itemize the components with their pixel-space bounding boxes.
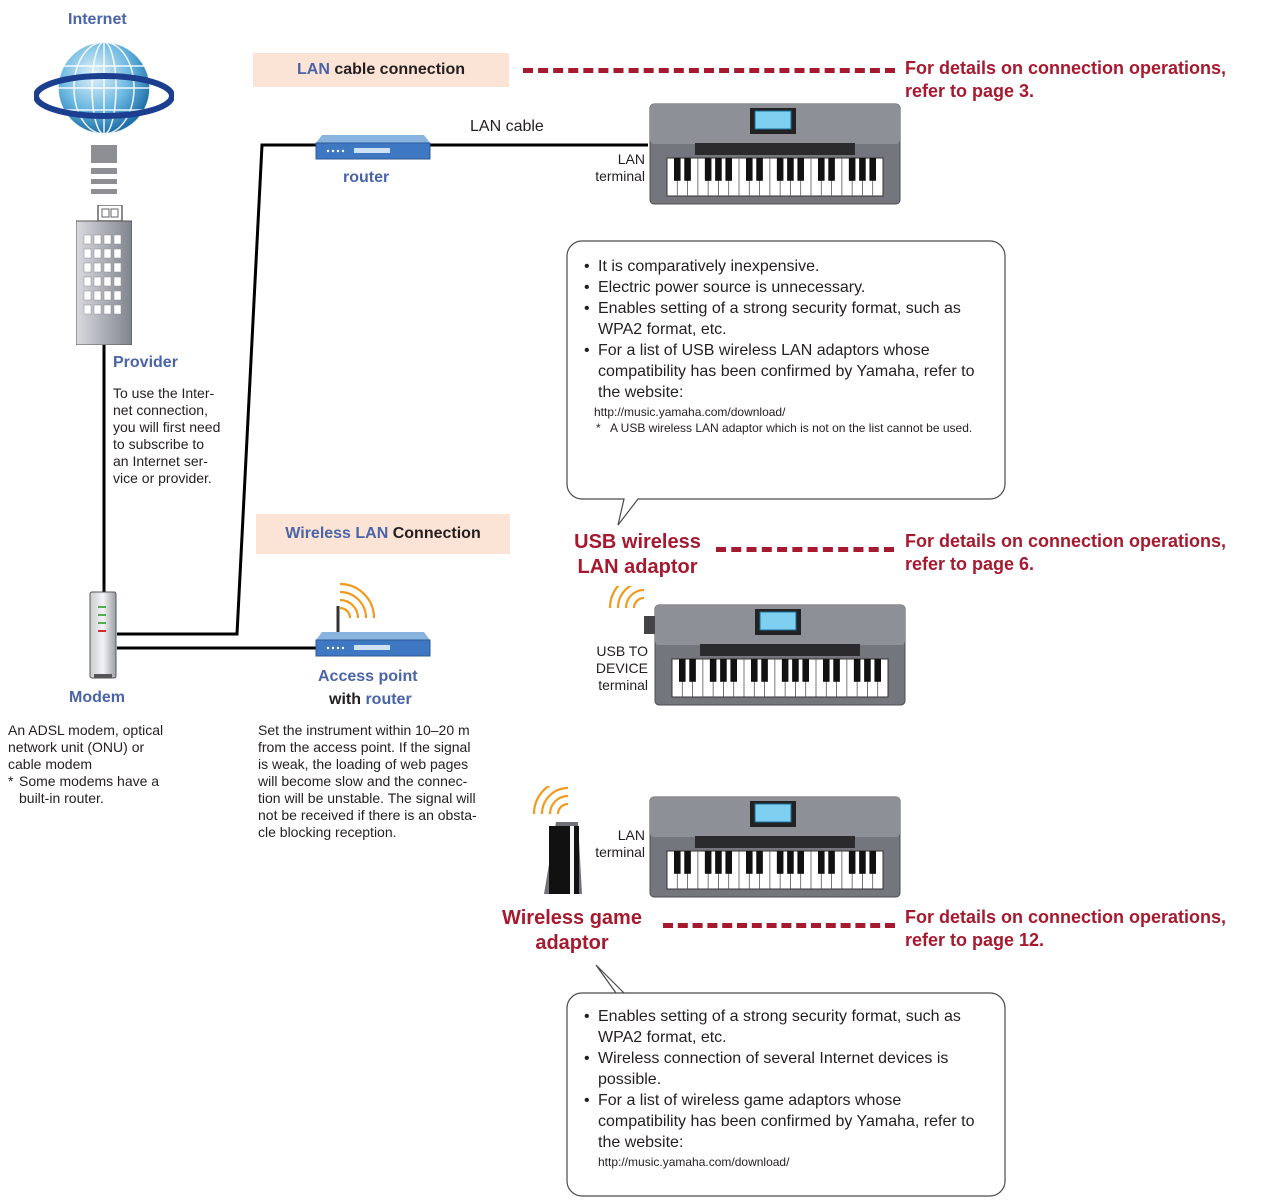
bubble-item: For a list of wireless game adaptors who… [584, 1090, 989, 1153]
bubble-item: Enables setting of a strong security for… [584, 298, 989, 340]
lan-terminal-label: LAN terminal [595, 151, 645, 184]
wireless-connection-tag: Wireless LAN Connection [256, 514, 510, 554]
internet-label: Internet [68, 11, 127, 28]
usb-adaptor-label: USB wireless LAN adaptor [574, 531, 701, 578]
wifi-waves-icon [532, 786, 569, 815]
connector-block [91, 145, 117, 163]
lan-cable-label: LAN cable [470, 118, 544, 135]
bubble-url: http://music.yamaha.com/download/ [594, 405, 786, 419]
provider-text: To use the Inter- net connection, you wi… [113, 385, 221, 486]
router-icon [315, 135, 431, 160]
bubble-item: Enables setting of a strong security for… [584, 1006, 989, 1048]
modem-label: Modem [69, 689, 125, 706]
bubble-item: For a list of USB wireless LAN adaptors … [584, 340, 989, 403]
game-dotted-leader [663, 923, 895, 928]
globe-icon [34, 41, 174, 135]
keyboard-icon [654, 604, 906, 706]
bubble-note: A USB wireless LAN adaptor which is not … [584, 421, 989, 436]
access-point-icon [315, 582, 431, 657]
lan-details-text: For details on connection operations, re… [905, 58, 1227, 101]
bubble-item: Wireless connection of several Internet … [584, 1048, 989, 1090]
provider-label: Provider [113, 354, 178, 371]
game-adaptor-icon [532, 786, 582, 894]
modem-router-line [117, 143, 320, 636]
access-point-with-router: with router [329, 691, 412, 708]
bubble-item: Electric power source is unnecessary. [584, 277, 989, 298]
modem-icon [89, 591, 117, 679]
keyboard-icon [649, 103, 901, 205]
bubble-url: http://music.yamaha.com/download/ [598, 1155, 790, 1169]
wifi-waves-icon [608, 586, 645, 609]
game-details-text: For details on connection operations, re… [905, 907, 1227, 950]
game-terminal-label: LAN terminal [595, 827, 645, 860]
wifi-waves-icon [339, 582, 376, 619]
lan-dotted-leader [523, 68, 895, 73]
game-adaptor-label: Wireless game adaptor [502, 907, 642, 954]
router-label: router [343, 169, 390, 186]
game-bubble-content: Enables setting of a strong security for… [584, 1006, 989, 1171]
usb-details-text: For details on connection operations, re… [905, 531, 1227, 574]
lan-bubble-content: It is comparatively inexpensive. Electri… [584, 256, 989, 436]
access-point-label: Access point [318, 668, 418, 685]
usb-terminal-label: USB TO DEVICE terminal [595, 643, 648, 693]
modem-note: * Some modems have a built-in router. [8, 773, 160, 806]
lan-connection-tag: LAN cable connection [253, 53, 509, 87]
bubble-item: It is comparatively inexpensive. [584, 256, 989, 277]
building-icon [76, 205, 132, 345]
keyboard-icon [649, 796, 901, 898]
usb-adaptor-icon [608, 586, 656, 634]
modem-text: An ADSL modem, optical network unit (ONU… [8, 722, 208, 807]
usb-dotted-leader [716, 547, 894, 552]
access-point-text: Set the instrument within 10–20 m from t… [258, 722, 477, 840]
